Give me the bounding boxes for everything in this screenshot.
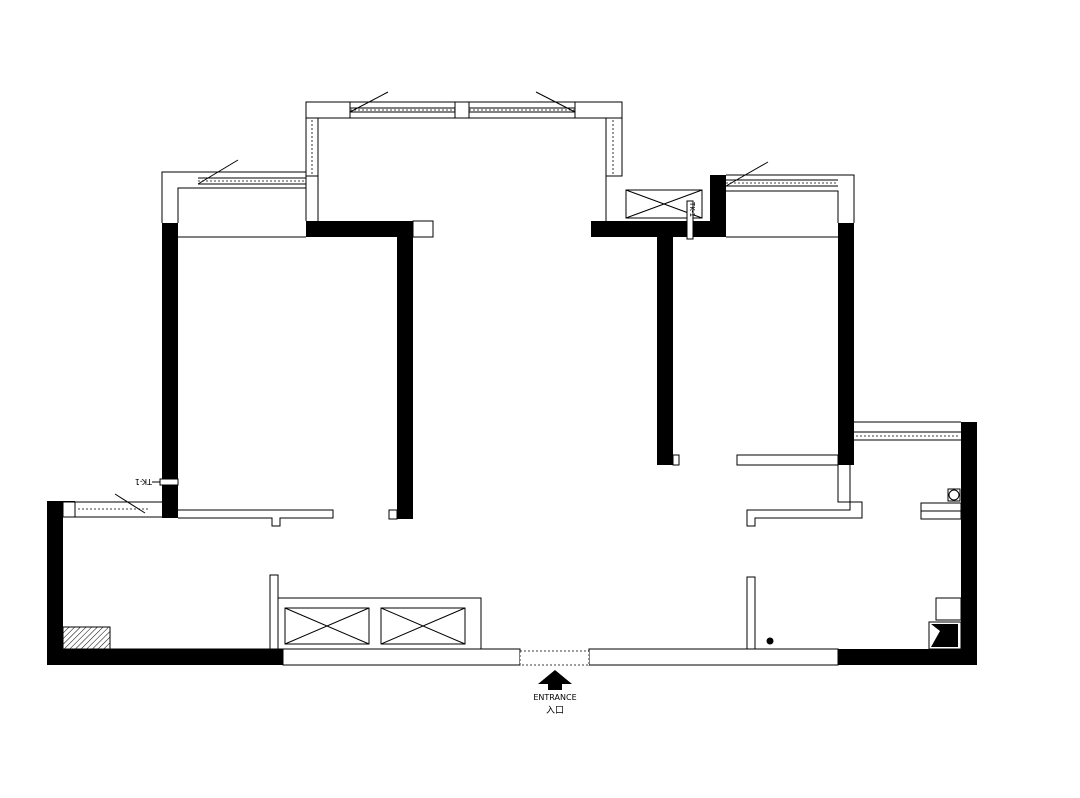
- entrance-label: ENTRANCE: [533, 693, 576, 702]
- center-north-pier: [710, 175, 726, 237]
- south-wall-left: [47, 649, 283, 665]
- window-southwest: [78, 493, 150, 514]
- window-center-right: [469, 91, 576, 113]
- shaft-hatch: [62, 626, 111, 650]
- tk-box-right: [686, 200, 694, 240]
- floor-drain-icon: [766, 637, 774, 645]
- tag-label-left: TK-1: [135, 477, 153, 486]
- window-right-balcony: [725, 161, 838, 187]
- corner-fixture-fill: [931, 624, 958, 647]
- tag-label-right: TK-1: [688, 201, 696, 217]
- entrance-label-cn: 入口: [546, 705, 564, 716]
- right-bedroom-east-wall: [838, 223, 854, 465]
- east-wall: [961, 422, 977, 665]
- thin-walls: [62, 101, 962, 666]
- entrance-arrow-icon: [538, 670, 572, 690]
- left-bedroom-west-wall: [162, 223, 178, 518]
- southwest-wall: [47, 501, 63, 665]
- window-left-balcony: [197, 159, 306, 185]
- entrance: ENTRANCE 入口: [519, 650, 590, 716]
- fixtures: [62, 189, 962, 650]
- south-wall-right: [838, 649, 977, 665]
- entrance-door-opening: [519, 650, 590, 666]
- gas-meter-box: [947, 488, 961, 502]
- windows: [78, 91, 959, 514]
- left-bedroom-north-wall: [306, 221, 413, 237]
- window-center-left: [349, 91, 455, 113]
- tk-box-left: [159, 478, 179, 486]
- cabinet-right: [380, 607, 466, 645]
- structural-walls: [47, 175, 977, 665]
- gas-meter-icon: [948, 489, 960, 501]
- cabinet-left: [284, 607, 370, 645]
- right-bedroom-west-wall: [657, 221, 673, 465]
- left-bedroom-east-wall: [397, 221, 413, 519]
